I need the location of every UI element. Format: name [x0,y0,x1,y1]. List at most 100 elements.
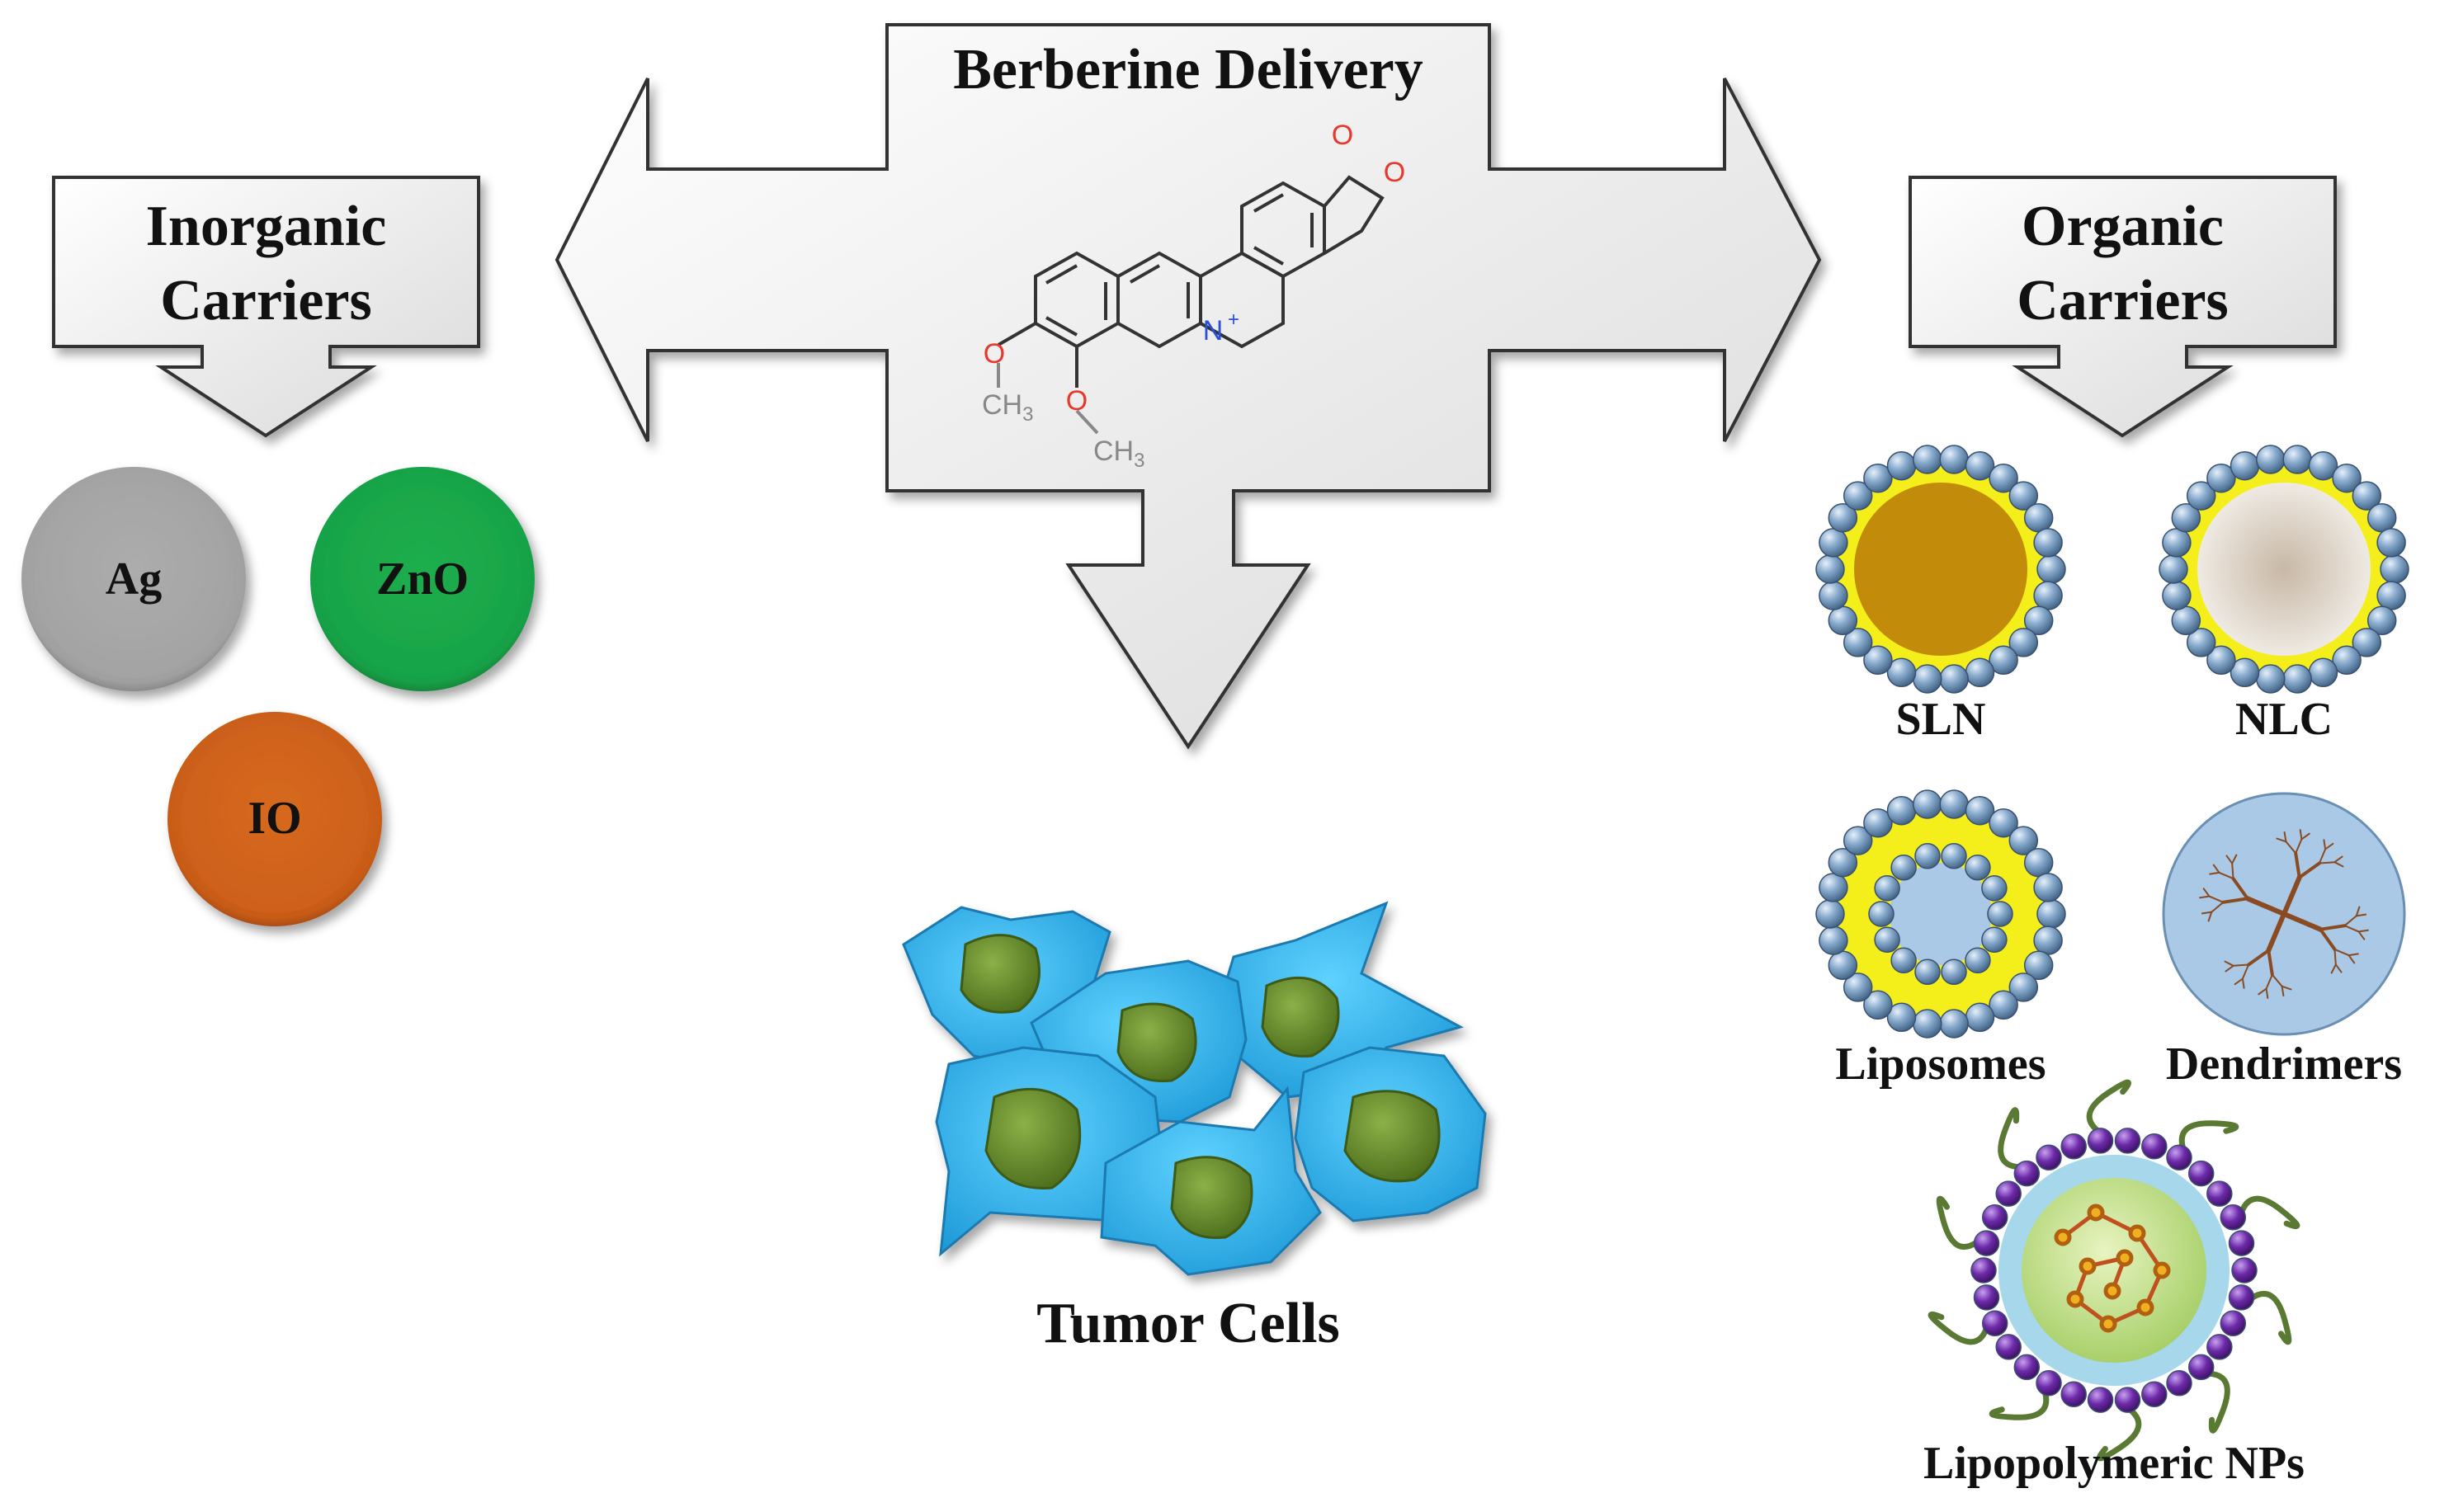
lipid-head-bead [1828,502,1858,533]
lipid-head-bead [1913,445,1942,474]
dendrimer-branch [2355,906,2361,917]
lipid-head-bead [2376,581,2406,610]
polymer-tail [2178,1120,2239,1152]
lipid-head-bead [2206,463,2236,493]
lipid-head-bead [2008,973,2039,1002]
lipid-head-bead [1965,1002,1995,1033]
polymer-tail [2206,1370,2230,1434]
atom-o-methoxy-1: O [984,338,1005,370]
polymer-bead [2228,1284,2255,1311]
drug-molecule-dot [2054,1228,2072,1246]
lipid-head-bead [1819,873,1848,902]
lipid-head-bead [1828,605,1858,636]
dendrimer-branch [2330,963,2337,974]
lipid-head-bead [2376,528,2406,558]
polymer-bead [2187,1160,2215,1187]
polymer-bead [1981,1310,2008,1337]
atom-n-plus: N [1203,315,1224,346]
dendrimer-branch [2348,953,2359,957]
polymer-bead [2206,1180,2233,1207]
organic-box-arrow [1909,176,2337,438]
tumor-nucleus-4 [984,1087,1082,1189]
polymer-bead [1973,1284,2000,1311]
dendrimer-branch [2333,861,2344,868]
lipid-head-bead [1914,959,1941,985]
polymer-bead [2166,1144,2192,1171]
polymer-tail [2248,1291,2292,1345]
polymer-bead [2220,1310,2247,1337]
lipid-head-bead [2282,664,2312,694]
polymer-bead [2141,1381,2168,1408]
dendrimer-branch [2281,985,2292,991]
dendrimer-branch [2348,954,2356,964]
lipid-head-bead [2023,605,2054,636]
lipid-head-bead [1989,808,2018,838]
io-label: IO [248,793,302,844]
ag-label: Ag [105,553,163,605]
dendrimer-branch [2234,977,2244,986]
lipid-head-bead [1890,854,1917,881]
dendrimer-branch [2333,948,2350,957]
tumor-cells [902,901,1487,1276]
tumor-nucleus-1 [960,934,1040,1014]
polymer-bead [2114,1387,2141,1413]
liposome-particle [1815,789,2066,1039]
lipid-head-bead [1828,950,1858,981]
lipid-head-bead [1843,826,1873,855]
drug-molecule-dot [2128,1224,2146,1242]
lipid-head-bead [1843,628,1873,657]
polymer-bead [2013,1160,2041,1187]
dendrimer-branch [2211,901,2225,913]
dendrimer-branch [2247,949,2271,967]
zno-nanoparticle [310,467,535,691]
lipid-head-bead [2023,502,2054,533]
dendrimer-branch [2297,861,2321,879]
dendrimer-branch [2241,963,2250,980]
polymer-bead [2228,1230,2255,1256]
lipid-head-bead [1913,664,1942,694]
lipid-head-bead [1914,843,1941,869]
lipid-head-bead [2332,645,2362,676]
lipid-head-bead [1886,1002,1917,1033]
lipid-head-bead [1863,990,1893,1020]
polymer-tail [1928,1312,1989,1345]
polymer-bead [2087,1128,2114,1154]
drug-molecule-dot [2099,1315,2117,1333]
lipid-head-bead [1819,926,1848,955]
tumor-nucleus-3 [1116,1002,1197,1083]
dendrimer-branch [2199,895,2211,899]
lipid-head-bead [1819,528,1848,558]
lipid-head-bead [1843,973,1873,1002]
dendrimer-branch [2318,861,2336,864]
dendrimer-branch [2218,871,2234,880]
dendrimer-branch [2319,924,2347,931]
io-nanoparticle [168,712,382,926]
lipid-head-bead [1981,875,2008,902]
dendrimer-branch [2225,964,2234,973]
lipid-head-bead [1989,463,2018,493]
lipopolymeric-np-particle [1928,1079,2300,1462]
polymer-bead [1995,1334,2022,1360]
lipid-head-bead [1965,947,1991,974]
lipid-head-bead [2352,481,2382,511]
dendrimer-branch [2319,927,2337,951]
dendrimer-branch [2343,915,2357,927]
lipid-head-bead [2206,645,2236,676]
central-cross-arrow [554,23,1822,750]
liposomes-label: Liposomes [1835,1039,2046,1090]
lipid-head-bead [1965,854,1991,881]
inorganic-carriers-title-line2: Carriers [160,269,372,332]
lipid-head-bead [2256,664,2286,694]
lipid-head-bead [2008,481,2039,511]
polymer-bead [2114,1128,2141,1154]
tumor-nucleus-6 [1170,1156,1253,1240]
polymer-bead [2220,1203,2247,1231]
lipid-head-bead [1941,843,1967,869]
lipid-head-bead [2186,628,2216,657]
lipid-head-bead [1863,463,1893,493]
dendrimer-branch [2300,832,2310,841]
dendrimer-branch [2281,911,2324,932]
lipid-head-bead [2308,450,2338,481]
dendrimer-branch [2221,897,2249,904]
